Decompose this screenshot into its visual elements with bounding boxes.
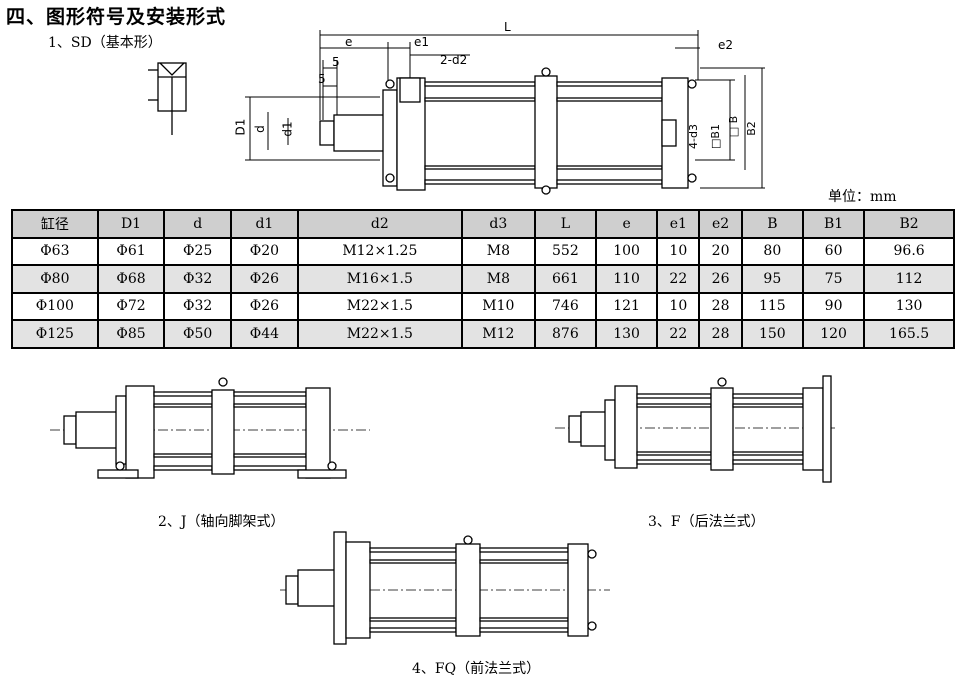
caption-j: 2、J（轴向脚架式） [158, 514, 285, 530]
fq-mount-drawing [280, 531, 610, 645]
dim-label-D1: D1 [233, 118, 248, 136]
sd-dimension-drawing [245, 30, 765, 195]
caption-fq: 4、FQ（前法兰式） [412, 661, 541, 677]
table-cell: 130 [594, 319, 659, 349]
table-cell: M12 [460, 319, 536, 349]
table-header-cell: B2 [863, 209, 955, 239]
table-cell: Φ26 [230, 291, 299, 321]
table-cell: M22×1.5 [296, 291, 463, 321]
table-cell: Φ50 [163, 319, 233, 349]
table-row: Φ63 Φ61 Φ25 Φ20 M12×1.25 M8 552 100 10 2… [11, 236, 955, 266]
caption-f: 3、F（后法兰式） [648, 514, 765, 530]
table-cell: 165.5 [863, 319, 955, 349]
cylinder-symbol-icon [148, 62, 187, 135]
table-cell: 90 [801, 291, 866, 321]
table-header-cell: d1 [230, 209, 299, 239]
table-cell: Φ32 [163, 291, 233, 321]
table-cell: 75 [801, 264, 866, 294]
table-header-cell: d2 [296, 209, 463, 239]
dim-label-2-d2: 2-d2 [440, 53, 468, 67]
table-cell: Φ80 [11, 264, 99, 294]
table-cell: M16×1.5 [296, 264, 463, 294]
table-cell: 746 [533, 291, 597, 321]
table-cell: 60 [801, 236, 866, 266]
table-cell: M8 [460, 236, 536, 266]
dim-label-e2: e2 [718, 38, 734, 52]
spec-table: 缸径 D1 d d1 d2 d3 L e e1 e2 B B1 B2 Φ63 Φ… [11, 209, 955, 349]
table-cell: M22×1.5 [296, 319, 463, 349]
table-cell: Φ20 [230, 236, 299, 266]
table-cell: 112 [863, 264, 955, 294]
table-cell: M12×1.25 [296, 236, 463, 266]
table-cell: Φ68 [96, 264, 166, 294]
table-header-row: 缸径 D1 d d1 d2 d3 L e e1 e2 B B1 B2 [11, 209, 955, 239]
table-header-cell: L [533, 209, 597, 239]
table-cell: 130 [863, 291, 955, 321]
table-cell: Φ61 [96, 236, 166, 266]
table-cell: 22 [656, 319, 701, 349]
table-cell: Φ72 [96, 291, 166, 321]
table-cell: Φ32 [163, 264, 233, 294]
table-header-cell: B [740, 209, 804, 239]
dim-label-B2: B2 [744, 121, 758, 136]
table-header-cell: e1 [656, 209, 701, 239]
table-header-cell: 缸径 [11, 209, 99, 239]
table-header-cell: D1 [96, 209, 166, 239]
table-cell: 552 [533, 236, 597, 266]
page-title: 四、图形符号及安装形式 [6, 6, 227, 28]
table-cell: 150 [740, 319, 804, 349]
dim-label-e: e [345, 35, 353, 49]
table-cell: 10 [656, 236, 701, 266]
table-cell: 22 [656, 264, 701, 294]
dim-label-B: □ B [727, 115, 741, 138]
table-cell: 80 [740, 236, 804, 266]
table-cell: 95 [740, 264, 804, 294]
dim-label-4-d3: 4-d3 [686, 124, 700, 149]
table-cell: M10 [460, 291, 536, 321]
table-cell: 121 [594, 291, 659, 321]
table-row: Φ125 Φ85 Φ50 Φ44 M22×1.5 M12 876 130 22 … [11, 319, 955, 349]
dim-label-5b: 5 [318, 72, 326, 86]
table-row: Φ100 Φ72 Φ32 Φ26 M22×1.5 M10 746 121 10 … [11, 291, 955, 321]
table-cell: 110 [594, 264, 659, 294]
table-header-cell: e2 [698, 209, 743, 239]
table-cell: Φ125 [11, 319, 99, 349]
table-cell: 26 [698, 264, 743, 294]
table-cell: Φ85 [96, 319, 166, 349]
dim-label-d1: d1 [280, 121, 295, 137]
dim-label-e1: e1 [414, 35, 430, 49]
table-cell: M8 [460, 264, 536, 294]
dim-label-d: d [252, 125, 267, 133]
table-cell: 96.6 [863, 236, 955, 266]
table-header-cell: B1 [801, 209, 866, 239]
table-cell: 661 [533, 264, 597, 294]
dim-label-L: L [504, 20, 511, 34]
table-cell: Φ25 [163, 236, 233, 266]
table-cell: Φ100 [11, 291, 99, 321]
table-header-cell: e [594, 209, 659, 239]
table-cell: 28 [698, 291, 743, 321]
dim-label-5a: 5 [332, 55, 340, 69]
table-cell: 115 [740, 291, 804, 321]
table-cell: 876 [533, 319, 597, 349]
section1-caption: 1、SD（基本形） [48, 35, 162, 51]
table-cell: Φ26 [230, 264, 299, 294]
table-header-cell: d [163, 209, 233, 239]
j-mount-drawing [50, 377, 370, 479]
table-cell: 20 [698, 236, 743, 266]
table-cell: 28 [698, 319, 743, 349]
table-row: Φ80 Φ68 Φ32 Φ26 M16×1.5 M8 661 110 22 26… [11, 264, 955, 294]
table-cell: 100 [594, 236, 659, 266]
table-header-cell: d3 [460, 209, 536, 239]
f-mount-drawing [555, 375, 835, 483]
table-cell: Φ44 [230, 319, 299, 349]
table-cell: 10 [656, 291, 701, 321]
unit-label: 单位：mm [828, 189, 897, 205]
table-cell: Φ63 [11, 236, 99, 266]
dim-label-B1: □B1 [708, 124, 722, 149]
table-cell: 120 [801, 319, 866, 349]
